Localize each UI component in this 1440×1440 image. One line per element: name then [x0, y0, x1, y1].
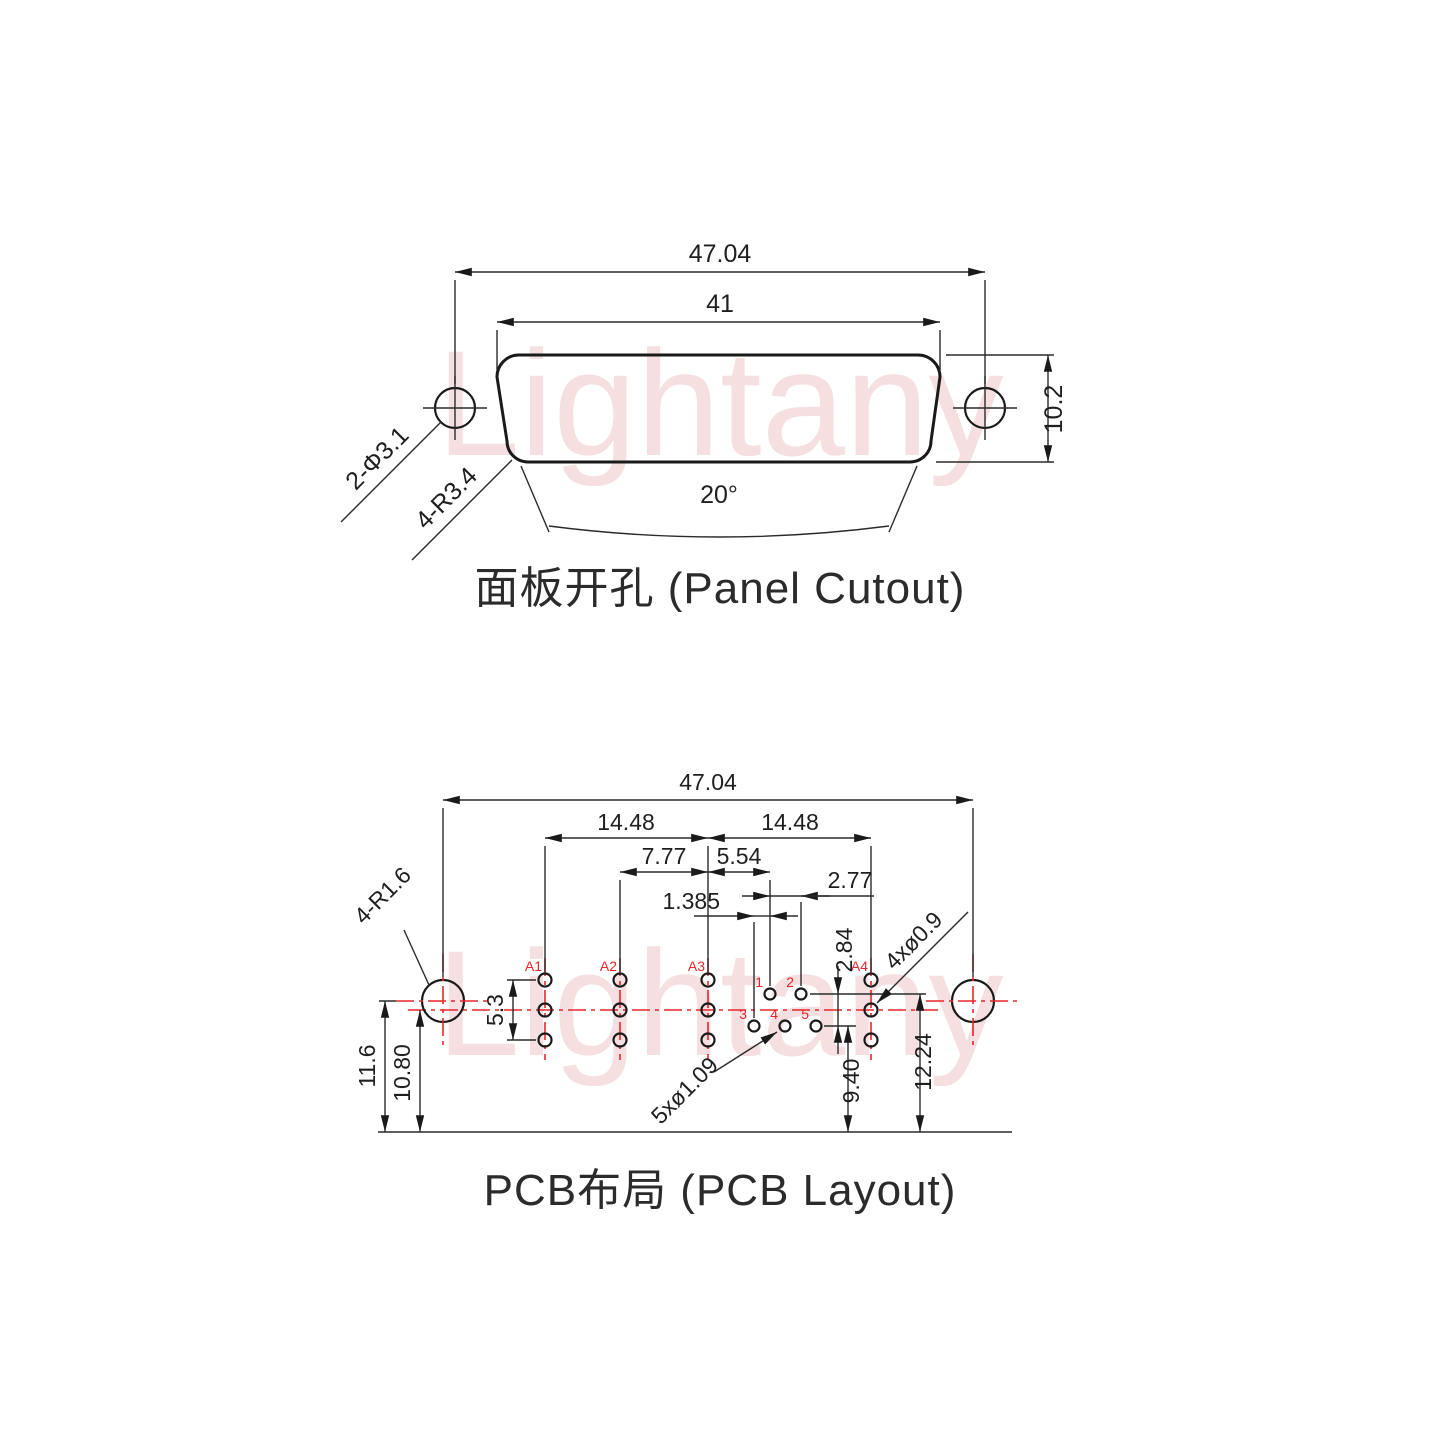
- dim-pcb-padline-to-edge-label: 10.80: [389, 1044, 415, 1102]
- pcb-pad-column-a2: A2: [600, 958, 628, 1060]
- dim-pcb-hole-to-edge-label: 11.6: [354, 1044, 380, 1087]
- dim-panel-height: 10.2: [936, 354, 1068, 463]
- label-pcb-corner-radius: 4-R1.6: [349, 862, 430, 986]
- pcb-layout-title: PCB布局 (PCB Layout): [484, 1166, 957, 1215]
- dim-pcb-lower-row-to-edge-label: 9.40: [838, 1059, 864, 1104]
- pin-label-3: 3: [739, 1006, 747, 1022]
- dim-pcb-upper-row-to-edge-label: 12.24: [910, 1033, 936, 1091]
- dim-panel-angle-label: 20°: [700, 481, 738, 509]
- watermark-top: Lightany: [436, 319, 1003, 487]
- dim-pcb-pin1-offset-label: 5.54: [717, 843, 762, 869]
- dim-pcb-a2-offset-label: 7.77: [642, 843, 687, 869]
- pad-label-a2: A2: [600, 958, 617, 974]
- dim-pcb-pad-span: 5.3: [482, 979, 536, 1041]
- dim-panel-opening-width: 41: [496, 290, 941, 370]
- pcb-pad-column-a3: A3: [688, 958, 716, 1060]
- dim-panel-angle: 20°: [520, 465, 918, 538]
- dim-pcb-upper-row-to-edge: 12.24: [810, 993, 936, 1132]
- dim-pcb-hole-to-edge: 11.6: [354, 1000, 396, 1132]
- dim-pcb-row-offset: 1.385: [662, 888, 798, 1018]
- dim-pcb-right-span: 14.48: [708, 809, 872, 972]
- pcb-pad-column-a4: A4: [851, 958, 879, 1060]
- dim-panel-overall-width: 47.04: [454, 240, 986, 384]
- dim-pcb-lower-row-to-edge: 9.40: [838, 1026, 864, 1132]
- pad-label-a1: A1: [525, 958, 542, 974]
- pcb-signal-pins: 1 2 3 4 5: [739, 974, 823, 1033]
- dim-pcb-pad-span-label: 5.3: [482, 994, 508, 1026]
- pin-label-4: 4: [770, 1006, 778, 1022]
- dim-pcb-right-span-label: 14.48: [761, 809, 819, 835]
- pad-label-a3: A3: [688, 958, 705, 974]
- dim-pcb-pin1-offset: 5.54: [708, 843, 771, 986]
- pad-label-a4: A4: [851, 958, 868, 974]
- dim-pcb-row-gap: 2.84: [824, 927, 857, 1054]
- panel-right-hole: [953, 376, 1017, 440]
- label-panel-holes-text: 2-Φ3.1: [340, 421, 414, 495]
- dim-panel-opening-width-label: 41: [706, 290, 734, 318]
- watermark-bottom: Lightany: [436, 919, 1003, 1087]
- dim-panel-overall-width-label: 47.04: [689, 240, 752, 268]
- pin-label-2: 2: [786, 974, 794, 990]
- label-pcb-corner-radius-text: 4-R1.6: [349, 862, 416, 929]
- dim-pcb-pin-pitch-label: 2.77: [828, 867, 873, 893]
- dim-pcb-padline-to-edge: 10.80: [389, 1010, 425, 1132]
- dim-pcb-pin-pitch: 2.77: [742, 867, 874, 986]
- dim-pcb-a2-offset: 7.77: [619, 843, 708, 972]
- panel-left-hole: [423, 376, 487, 440]
- pin-label-1: 1: [755, 974, 763, 990]
- panel-cutout-outline: [495, 353, 942, 464]
- panel-cutout-title: 面板开孔 (Panel Cutout): [475, 564, 966, 613]
- dim-panel-height-label: 10.2: [1040, 385, 1068, 434]
- dim-pcb-overall: 47.04: [442, 769, 974, 977]
- dim-pcb-left-span-label: 14.48: [597, 809, 655, 835]
- dim-pcb-row-offset-label: 1.385: [662, 888, 720, 914]
- dim-pcb-row-gap-label: 2.84: [831, 927, 857, 972]
- dim-pcb-overall-label: 47.04: [679, 769, 737, 795]
- pin-label-5: 5: [801, 1006, 809, 1022]
- pcb-pad-column-a1: A1: [525, 958, 553, 1060]
- dim-pcb-left-span: 14.48: [544, 809, 709, 972]
- label-panel-corner-radius: 4-R3.4: [410, 459, 513, 561]
